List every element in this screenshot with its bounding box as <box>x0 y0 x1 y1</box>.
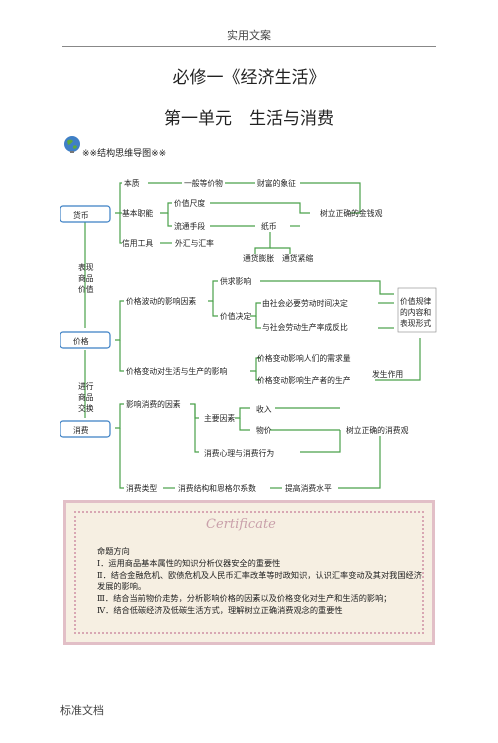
directions-block: 命题方向 Ⅰ．运用商品基本属性的知识分析仪器安全的重要性 Ⅱ．结合金融危机、欧债… <box>97 546 427 617</box>
node-cost: 物价 <box>256 426 272 435</box>
page-footer: 标准文档 <box>60 704 104 717</box>
node-effect-producer: 价格变动影响生产者的生产 <box>257 376 351 385</box>
node-value-decides: 价值决定 <box>220 312 252 321</box>
node-labor-time: 由社会必要劳动时间决定 <box>262 299 348 308</box>
node-wealth-symbol: 财富的象征 <box>257 179 296 188</box>
node-income: 收入 <box>256 405 272 414</box>
value-law-1: 价值规律 <box>400 297 432 306</box>
express-value-1: 表现 <box>78 263 94 272</box>
node-money: 货币 <box>73 211 89 220</box>
node-raise-level: 提高消费水平 <box>285 484 332 493</box>
certificate-frame: Certificate <box>63 500 435 645</box>
node-takes-effect: 发生作用 <box>372 370 404 379</box>
certificate-border <box>74 511 424 634</box>
node-general-equivalent: 一般等价物 <box>184 179 223 188</box>
globe-icon <box>64 136 80 153</box>
node-price-factors: 价格波动的影响因素 <box>126 297 197 306</box>
structure-mindmap <box>60 182 437 489</box>
node-consumer-psych: 消费心理与消费行为 <box>204 449 275 458</box>
node-structure: 消费结构和恩格尔系数 <box>178 484 256 493</box>
mindmap-label: ※※结构思维导图※※ <box>82 149 167 159</box>
express-value-3: 价值 <box>78 285 94 294</box>
exchange-3: 交换 <box>78 404 94 413</box>
directions-heading: 命题方向 <box>97 546 130 556</box>
node-correct-consumption: 树立正确的消费观 <box>346 426 409 435</box>
node-basic-functions: 基本职能 <box>122 209 154 218</box>
node-price: 价格 <box>73 337 89 346</box>
direction-item: Ⅳ．结合低碳经济及低碳生活方式，理解树立正确消费观念的重要性 <box>97 604 343 615</box>
node-essence: 本质 <box>124 179 140 188</box>
value-law-2: 的内容和 <box>400 308 432 317</box>
node-main-factors: 主要因素 <box>204 414 236 423</box>
node-forex: 外汇与汇率 <box>175 239 214 248</box>
node-factors: 影响消费的因素 <box>126 400 181 409</box>
direction-item: Ⅰ．运用商品基本属性的知识分析仪器安全的重要性 <box>97 557 281 568</box>
node-paper-money: 纸币 <box>261 222 277 231</box>
node-deflation: 通货紧缩 <box>282 254 314 263</box>
node-inverse: 与社会劳动生产率成反比 <box>262 323 348 332</box>
page-header: 实用文案 <box>227 29 271 42</box>
node-consumption: 消费 <box>73 426 89 435</box>
express-value-2: 商品 <box>78 274 94 283</box>
node-effect-demand: 价格变动影响人们的需求量 <box>257 354 351 363</box>
node-circulation: 流通手段 <box>174 222 206 231</box>
direction-item: Ⅱ．结合金融危机、欧债危机及人民币汇率改革等时政知识，认识汇率变动及其对我国经济… <box>97 569 422 592</box>
price-node <box>60 331 111 349</box>
value-law-box <box>397 287 437 333</box>
consumption-node <box>60 420 111 438</box>
node-correct-money-view: 树立正确的金钱观 <box>320 209 383 218</box>
direction-item: Ⅲ．结合当前物价走势，分析影响价格的因素以及价格变化对生产和生活的影响； <box>97 593 392 604</box>
certificate-script: Certificate <box>206 517 276 532</box>
node-price-effects: 价格变动对生活与生产的影响 <box>126 367 228 376</box>
node-supply-demand: 供求影响 <box>220 277 252 286</box>
unit-title: 第一单元 生活与消费 <box>164 109 334 129</box>
node-inflation: 通货膨胀 <box>243 254 275 263</box>
header-rule <box>62 46 436 47</box>
page-title: 必修一《经济生活》 <box>172 68 326 88</box>
money-node <box>60 205 111 223</box>
exchange-2: 商品 <box>78 393 94 402</box>
node-value-measure: 价值尺度 <box>174 199 206 208</box>
node-credit-tools: 信用工具 <box>122 239 154 248</box>
value-law-3: 表现形式 <box>400 319 432 328</box>
node-types: 消费类型 <box>126 484 158 493</box>
exchange-1: 进行 <box>78 382 94 391</box>
